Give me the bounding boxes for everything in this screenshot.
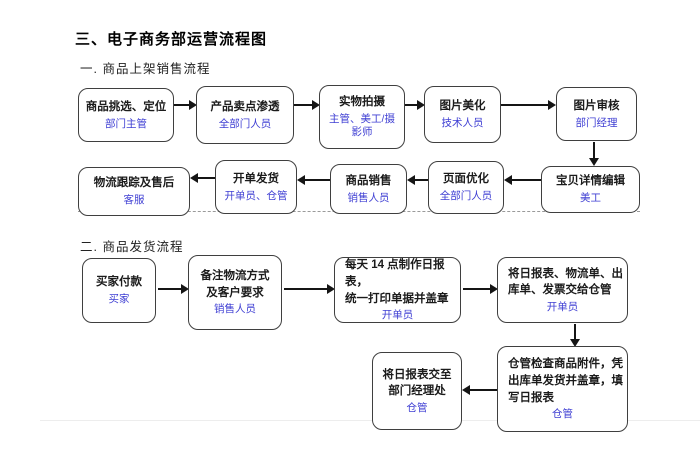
flow-box-order-shipping: 开单发货 开单员、仓管 bbox=[215, 160, 297, 214]
arrow-left-icon bbox=[504, 175, 541, 185]
step-title: 备注物流方式 及客户要求 bbox=[200, 270, 270, 299]
flow-box-daily-report: 每天 14 点制作日报表， 统一打印单据并盖章 开单员 bbox=[334, 257, 461, 323]
step-role: 开单员 bbox=[546, 300, 579, 313]
flow-box-handover-warehouse: 将日报表、物流单、出 库单、发票交给仓管 开单员 bbox=[497, 257, 628, 323]
arrow-right-icon bbox=[463, 284, 498, 294]
step-role: 全部门人员 bbox=[439, 190, 493, 203]
step-title: 商品挑选、定位 bbox=[85, 100, 167, 113]
flow-box-image-retouch: 图片美化 技术人员 bbox=[424, 86, 501, 143]
step-title: 物流跟踪及售后 bbox=[93, 177, 175, 190]
section1-label: 一. 商品上架销售流程 bbox=[80, 62, 211, 76]
step-title: 页面优化 bbox=[443, 173, 489, 186]
flow-box-selling-points: 产品卖点渗透 全部门人员 bbox=[196, 86, 294, 144]
flow-box-logistics-notes: 备注物流方式 及客户要求 销售人员 bbox=[188, 255, 282, 330]
step-title: 将日报表交至 部门经理处 bbox=[382, 368, 452, 398]
step-role: 仓管 bbox=[406, 401, 428, 414]
arrow-left-icon bbox=[190, 173, 215, 183]
flow-box-logistics-aftersale: 物流跟踪及售后 客服 bbox=[78, 167, 190, 216]
arrow-left-icon bbox=[462, 385, 497, 395]
step-role: 全部门人员 bbox=[218, 117, 272, 130]
step-title: 开单发货 bbox=[233, 172, 279, 185]
step-role: 主管、美工/摄影师 bbox=[329, 112, 395, 139]
step-role: 开单员 bbox=[381, 309, 414, 322]
step-title: 将日报表、物流单、出 库单、发票交给仓管 bbox=[508, 267, 623, 297]
step-role: 开单员、仓管 bbox=[224, 189, 288, 202]
step-title: 商品销售 bbox=[345, 174, 392, 187]
page-rule-line bbox=[40, 420, 700, 421]
flow-box-report-to-manager: 将日报表交至 部门经理处 仓管 bbox=[372, 352, 462, 430]
arrow-left-icon bbox=[407, 175, 428, 185]
arrow-down-icon bbox=[589, 142, 599, 166]
step-role: 销售人员 bbox=[214, 303, 256, 316]
flow-box-product-selection: 商品挑选、定位 部门主管 bbox=[78, 88, 174, 142]
step-title: 图片美化 bbox=[439, 100, 486, 113]
arrow-right-icon bbox=[405, 100, 425, 110]
flow-box-product-sales: 商品销售 销售人员 bbox=[330, 164, 407, 214]
step-title: 仓管检查商品附件，凭 出库单发货并盖章，填 写日报表 bbox=[508, 358, 623, 404]
section2-label: 二. 商品发货流程 bbox=[80, 240, 184, 254]
step-title: 宝贝详情编辑 bbox=[556, 175, 625, 188]
step-title: 图片审核 bbox=[573, 99, 620, 112]
step-role: 部门主管 bbox=[105, 117, 147, 130]
step-title: 买家付款 bbox=[96, 276, 142, 289]
step-role: 销售人员 bbox=[347, 191, 390, 204]
arrow-right-icon bbox=[501, 100, 556, 110]
step-role: 技术人员 bbox=[441, 117, 484, 130]
flow-box-image-review: 图片审核 部门经理 bbox=[556, 87, 637, 141]
step-role: 买家 bbox=[108, 293, 130, 306]
flow-box-warehouse-check: 仓管检查商品附件，凭 出库单发货并盖章，填 写日报表 仓管 bbox=[497, 346, 628, 432]
step-title: 每天 14 点制作日报表， 统一打印单据并盖章 bbox=[345, 259, 449, 305]
page-title: 三、电子商务部运营流程图 bbox=[75, 31, 268, 48]
step-title: 产品卖点渗透 bbox=[210, 100, 280, 113]
arrow-right-icon bbox=[158, 284, 189, 294]
arrow-down-icon bbox=[570, 324, 580, 347]
arrow-right-icon bbox=[174, 100, 197, 110]
arrow-left-icon bbox=[297, 175, 330, 185]
step-role: 美工 bbox=[580, 192, 601, 205]
step-role: 仓管 bbox=[552, 408, 573, 421]
flow-box-buyer-payment: 买家付款 买家 bbox=[82, 258, 156, 323]
flow-box-photo-shooting: 实物拍摄 主管、美工/摄影师 bbox=[319, 85, 405, 149]
flow-box-page-optimization: 页面优化 全部门人员 bbox=[428, 161, 504, 214]
flow-box-listing-edit: 宝贝详情编辑 美工 bbox=[541, 166, 640, 213]
step-role: 客服 bbox=[123, 194, 145, 207]
arrow-right-icon bbox=[284, 284, 335, 294]
step-title: 实物拍摄 bbox=[339, 96, 385, 109]
step-role: 部门经理 bbox=[575, 116, 618, 129]
arrow-right-icon bbox=[294, 100, 320, 110]
